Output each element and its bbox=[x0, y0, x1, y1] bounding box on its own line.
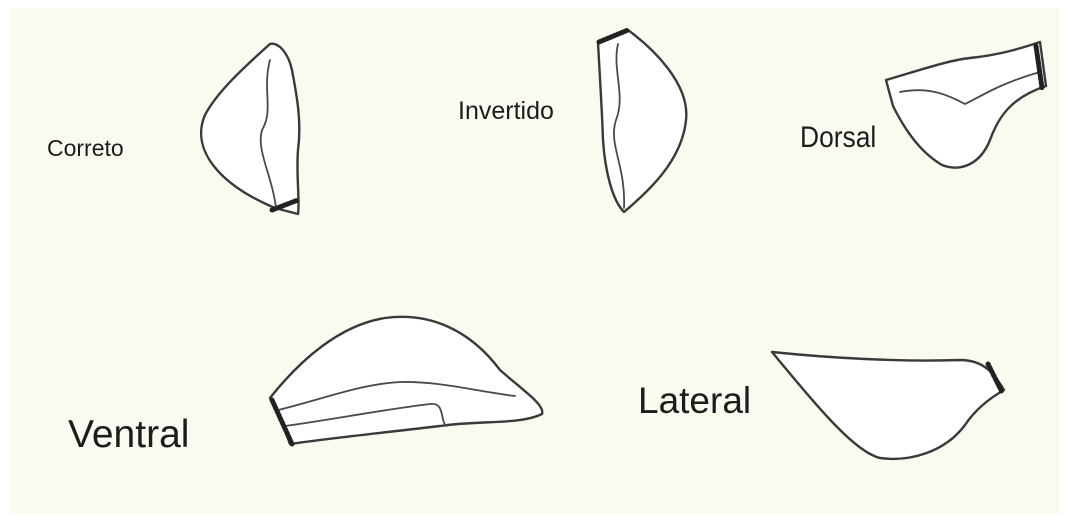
shape-invertido bbox=[598, 30, 686, 212]
shape-dorsal bbox=[886, 42, 1046, 168]
shape-invertido-outline bbox=[598, 30, 686, 212]
label-ventral: Ventral bbox=[68, 413, 189, 457]
label-correto: Correto bbox=[47, 135, 124, 162]
shape-ventral bbox=[270, 317, 542, 444]
label-lateral: Lateral bbox=[638, 380, 751, 422]
shape-lateral-outline bbox=[772, 352, 1004, 459]
label-dorsal: Dorsal bbox=[800, 121, 876, 155]
shape-correto-outline bbox=[201, 44, 299, 214]
shape-ventral-outline bbox=[270, 317, 542, 444]
shape-dorsal-outline bbox=[886, 42, 1046, 168]
shape-correto bbox=[201, 44, 299, 214]
label-invertido: Invertido bbox=[458, 97, 554, 126]
shape-lateral bbox=[772, 352, 1004, 459]
